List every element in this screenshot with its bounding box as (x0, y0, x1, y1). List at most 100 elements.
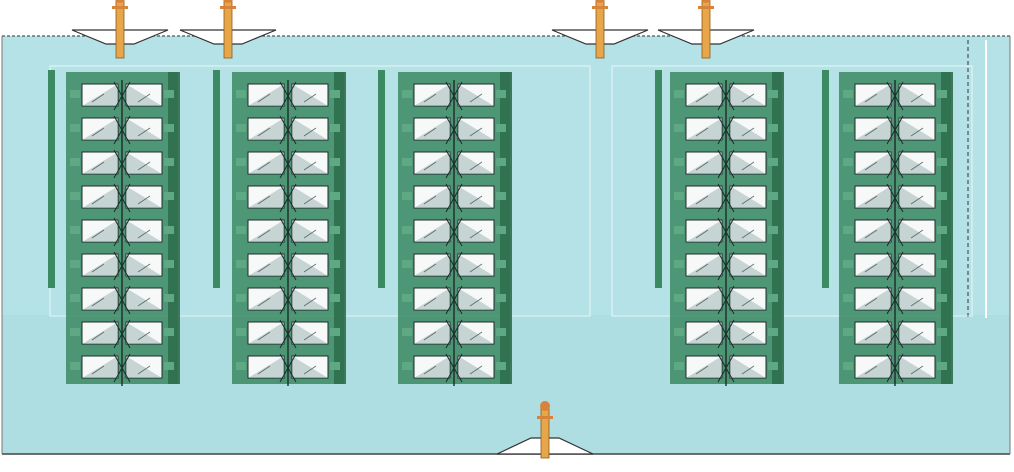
unit-left-shade (82, 220, 118, 242)
unit-left-shade (414, 84, 450, 106)
unit-mark (695, 161, 709, 171)
unit-fin (717, 285, 735, 315)
unit-side-tab (164, 124, 174, 132)
unit-side-tab (164, 158, 174, 166)
unit-mark (910, 127, 924, 137)
unit-fin (886, 149, 904, 179)
unit-side-tab (402, 260, 412, 268)
unit-mark (257, 195, 271, 205)
unit-fin (279, 285, 297, 315)
module-unit (70, 148, 174, 182)
unit-right-shade (899, 186, 935, 208)
unit-side-tab (674, 328, 684, 336)
unit-mark (910, 93, 924, 103)
unit-side-tab (768, 226, 778, 234)
unit-fin (445, 149, 463, 179)
unit-mark (864, 263, 878, 273)
unit-right-shade (899, 220, 935, 242)
unit-right-shade (126, 220, 162, 242)
unit-left-shade (248, 288, 284, 310)
unit-right-shade (899, 152, 935, 174)
unit-right-shade (126, 356, 162, 378)
unit-side-tab (496, 158, 506, 166)
unit-mark (695, 331, 709, 341)
module-unit (402, 216, 506, 250)
unit-side-tab (236, 294, 246, 302)
unit-right-shade (458, 254, 494, 276)
module-stacks (66, 72, 953, 386)
unit-side-tab (843, 226, 853, 234)
unit-side-tab (70, 294, 80, 302)
unit-side-tab (402, 328, 412, 336)
unit-side-tab (330, 260, 340, 268)
module-stack (232, 72, 346, 386)
unit-mark (137, 127, 151, 137)
unit-fin (445, 319, 463, 349)
module-unit (236, 250, 340, 284)
unit-right-shade (292, 322, 328, 344)
nozzle-head (595, 0, 605, 3)
unit-side-tab (236, 90, 246, 98)
unit-right-shade (458, 84, 494, 106)
unit-left-shade (82, 152, 118, 174)
module-unit (843, 182, 947, 216)
unit-mark (423, 331, 437, 341)
unit-fin (717, 251, 735, 281)
unit-side-tab (330, 124, 340, 132)
unit-left-shade (414, 186, 450, 208)
unit-mark (423, 161, 437, 171)
unit-side-tab (402, 90, 412, 98)
unit-side-tab (164, 192, 174, 200)
unit-left-shade (414, 152, 450, 174)
unit-mark (910, 297, 924, 307)
unit-side-tab (236, 260, 246, 268)
unit-mark (137, 93, 151, 103)
unit-mark (91, 93, 105, 103)
module-unit (70, 250, 174, 284)
baffle-walls (48, 70, 829, 288)
unit-left-shade (855, 84, 891, 106)
unit-left-shade (82, 356, 118, 378)
module-unit (674, 80, 778, 114)
module-unit (236, 148, 340, 182)
unit-right-shade (292, 220, 328, 242)
unit-side-tab (164, 226, 174, 234)
module-unit (236, 318, 340, 352)
unit-side-tab (236, 328, 246, 336)
unit-side-tab (674, 192, 684, 200)
unit-fin (886, 353, 904, 383)
unit-fin (717, 183, 735, 213)
unit-mark (423, 195, 437, 205)
unit-mark (864, 229, 878, 239)
unit-mark (91, 229, 105, 239)
unit-mark (695, 195, 709, 205)
unit-mark (423, 229, 437, 239)
unit-mark (137, 297, 151, 307)
module-unit (70, 284, 174, 318)
unit-left-shade (82, 254, 118, 276)
unit-left-shade (686, 254, 722, 276)
unit-fin (113, 319, 131, 349)
unit-fin (445, 251, 463, 281)
unit-fin (113, 217, 131, 247)
unit-mark (257, 93, 271, 103)
nozzle-head (223, 0, 233, 3)
unit-mark (469, 93, 483, 103)
unit-side-tab (496, 192, 506, 200)
unit-mark (137, 263, 151, 273)
unit-right-shade (126, 118, 162, 140)
unit-right-shade (458, 356, 494, 378)
module-unit (674, 352, 778, 386)
baffle-wall (655, 70, 662, 288)
unit-mark (864, 161, 878, 171)
unit-fin (886, 115, 904, 145)
unit-side-tab (768, 90, 778, 98)
nozzle-collar (698, 6, 714, 9)
module-unit (843, 148, 947, 182)
unit-right-shade (458, 220, 494, 242)
unit-fin (445, 353, 463, 383)
unit-mark (741, 297, 755, 307)
unit-side-tab (674, 124, 684, 132)
module-unit (236, 352, 340, 386)
